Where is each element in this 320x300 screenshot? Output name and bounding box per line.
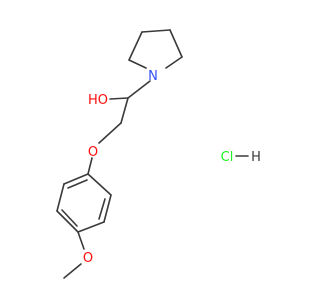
bond — [77, 221, 105, 233]
atom-label-nitrogen: N — [148, 69, 158, 84]
atom-label-methoxy-oxygen: O — [83, 251, 93, 266]
bond — [98, 198, 106, 220]
bond — [87, 173, 112, 196]
bond — [98, 122, 122, 144]
bond — [169, 29, 183, 58]
atom-label-hydroxyl: HO — [88, 93, 108, 108]
bond — [67, 179, 88, 189]
bond — [103, 194, 112, 223]
bond — [87, 157, 93, 175]
structure-drawing: HO N O O Cl H — [56, 29, 261, 279]
bond — [77, 231, 85, 250]
bond — [63, 173, 89, 185]
bond — [165, 56, 183, 69]
bond — [56, 183, 65, 212]
atom-label-hydrogen: H — [251, 150, 261, 165]
atom-label-chlorine: Cl — [221, 150, 234, 165]
atom-label-ether-oxygen: O — [88, 145, 98, 160]
bond — [128, 31, 143, 61]
molecule-canvas: HO N O O Cl H — [56, 29, 261, 279]
bond — [128, 59, 147, 69]
bond — [63, 263, 82, 279]
bond — [56, 210, 79, 233]
bond — [141, 29, 171, 33]
bond — [120, 97, 129, 124]
bond — [109, 97, 129, 100]
bond — [127, 80, 151, 99]
bond — [61, 209, 78, 227]
